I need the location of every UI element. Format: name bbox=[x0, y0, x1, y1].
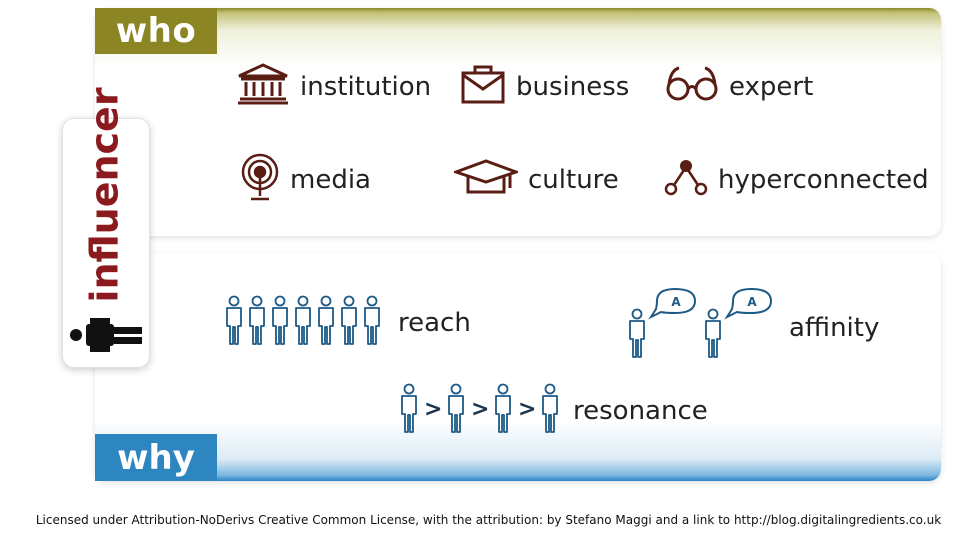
influencer-label: influencer bbox=[83, 87, 128, 303]
who-item-media: media bbox=[240, 152, 371, 207]
people-chain-icon: > > > bbox=[397, 382, 563, 439]
why-item-reach: reach bbox=[222, 294, 471, 351]
who-panel bbox=[95, 8, 941, 236]
who-label-hyperconnected: hyperconnected bbox=[718, 164, 929, 195]
person-figure-icon bbox=[272, 295, 288, 345]
person-icon bbox=[68, 318, 144, 357]
why-label-reach: reach bbox=[398, 307, 471, 338]
who-label-business: business bbox=[516, 71, 630, 102]
who-label-institution: institution bbox=[300, 71, 432, 102]
who-label-expert: expert bbox=[729, 71, 814, 102]
person-figure-icon bbox=[341, 295, 357, 345]
why-label-affinity: affinity bbox=[789, 312, 880, 343]
radio-tower-icon bbox=[240, 152, 280, 207]
person-figure-icon bbox=[318, 295, 334, 345]
who-label-culture: culture bbox=[528, 164, 619, 195]
who-tag: who bbox=[95, 8, 217, 54]
who-item-culture: culture bbox=[451, 158, 619, 201]
person-figure-icon bbox=[249, 295, 265, 345]
bubble-letter-2: A bbox=[747, 295, 757, 309]
person-figure-icon bbox=[495, 383, 511, 433]
chain-arrow: > bbox=[471, 397, 489, 422]
who-item-expert: expert bbox=[665, 64, 813, 109]
person-figure-icon bbox=[226, 295, 242, 345]
person-figure-icon bbox=[705, 308, 721, 358]
institution-icon bbox=[236, 62, 290, 111]
chain-arrow: > bbox=[518, 397, 536, 422]
why-panel bbox=[95, 253, 941, 481]
briefcase-icon bbox=[460, 63, 506, 110]
license-text: Licensed under Attribution-NoDerivs Crea… bbox=[35, 513, 942, 527]
people-row-icon bbox=[222, 294, 388, 351]
why-item-resonance: > > > resonance bbox=[397, 382, 708, 439]
chain-arrow: > bbox=[424, 397, 442, 422]
person-figure-icon bbox=[401, 383, 417, 433]
person-figure-icon bbox=[542, 383, 558, 433]
influencer-label-wrap: influencer bbox=[65, 87, 145, 302]
glasses-icon bbox=[665, 64, 719, 109]
person-figure-icon bbox=[629, 308, 645, 358]
graduation-cap-icon bbox=[451, 158, 521, 201]
who-item-institution: institution bbox=[236, 62, 431, 111]
speech-people-icon: A A bbox=[625, 283, 777, 364]
why-tag: why bbox=[95, 434, 217, 481]
network-icon bbox=[664, 158, 708, 201]
person-figure-icon bbox=[448, 383, 464, 433]
who-item-hyperconnected: hyperconnected bbox=[664, 158, 929, 201]
bubble-letter-1: A bbox=[671, 295, 681, 309]
why-item-affinity: A A affinity bbox=[625, 283, 879, 364]
who-label-media: media bbox=[290, 164, 371, 195]
person-figure-icon bbox=[364, 295, 380, 345]
who-item-business: business bbox=[460, 63, 629, 110]
person-figure-icon bbox=[295, 295, 311, 345]
why-label-resonance: resonance bbox=[573, 395, 708, 426]
